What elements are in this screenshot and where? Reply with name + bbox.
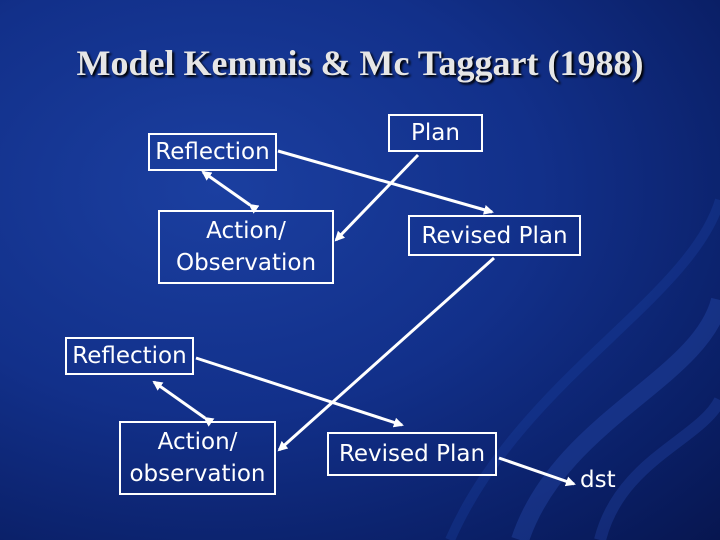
arrow-action-reflection-2 [152, 380, 215, 427]
dst-label: dst [580, 467, 616, 493]
arrow-plan-to-action [334, 153, 420, 242]
slide-title: Model Kemmis & Mc Taggart (1988) [76, 43, 644, 83]
arrow-reflection-2-to-revised-plan-2 [195, 356, 404, 428]
action-observation-box-1: Action/ Observation [158, 210, 334, 284]
arrow-action-reflection-1 [201, 170, 260, 214]
arrow-reflection-to-revised-plan [277, 149, 494, 215]
arrow-revised-plan-2-to-dst [498, 456, 576, 487]
revised-plan-box-2: Revised Plan [327, 432, 497, 476]
plan-box: Plan [388, 114, 483, 152]
action-observation-box-2: Action/ observation [119, 421, 276, 495]
revised-plan-box-1: Revised Plan [408, 215, 581, 256]
arrow-revised-plan-to-action-2 [277, 256, 495, 452]
reflection-box-2: Reflection [65, 337, 194, 375]
reflection-box-1: Reflection [148, 133, 277, 171]
